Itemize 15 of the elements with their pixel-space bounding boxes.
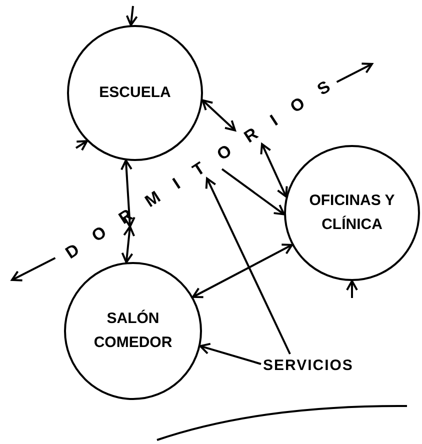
arrow xyxy=(126,6,138,26)
bubble-label: SALÓN COMEDOR xyxy=(92,308,174,353)
arrow xyxy=(202,99,236,132)
arrow xyxy=(199,342,262,365)
area-label: SERVICIOS xyxy=(263,355,354,378)
arrow xyxy=(75,140,88,152)
arrow xyxy=(346,280,358,298)
arrow xyxy=(121,226,136,264)
arrow xyxy=(205,177,291,354)
arrow xyxy=(192,244,293,298)
arrow xyxy=(120,159,136,228)
arrow xyxy=(260,143,288,198)
arrow xyxy=(11,257,56,282)
arrow xyxy=(336,62,373,83)
arrow xyxy=(221,168,286,216)
